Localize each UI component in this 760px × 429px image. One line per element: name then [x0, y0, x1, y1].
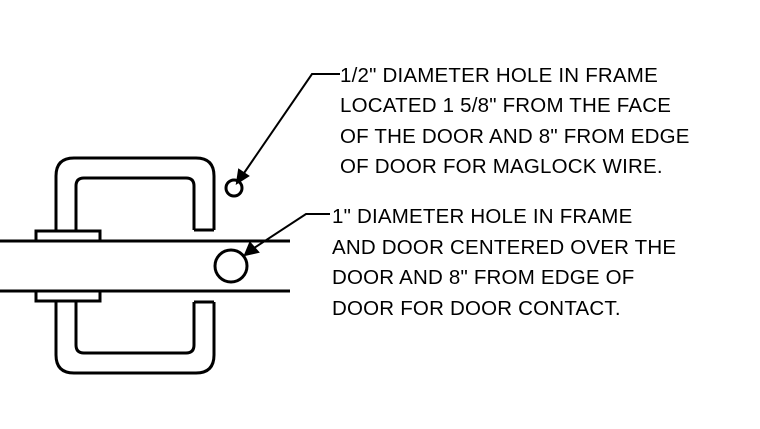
contact-note-line-3: DOOR AND 8" FROM EDGE OF [332, 266, 635, 289]
upper-frame-outer [54, 156, 216, 231]
contact-leader-arrowhead [243, 241, 260, 257]
lower-frame-profile [54, 300, 216, 375]
maglock-note-line-4: OF DOOR FOR MAGLOCK WIRE. [340, 155, 663, 178]
maglock-wire-hole [224, 178, 244, 198]
maglock-note-line-3: OF THE DOOR AND 8" FROM EDGE [340, 125, 690, 148]
maglock-note-line-1: 1/2" DIAMETER HOLE IN FRAME [340, 64, 658, 87]
frame-jamb-plates [34, 229, 102, 303]
contact-leader-line [250, 213, 330, 251]
upper-frame-profile [54, 156, 216, 232]
lower-jamb-plate [34, 289, 102, 303]
contact-note-line-2: AND DOOR CENTERED OVER THE [332, 236, 676, 259]
leader-lines [235, 73, 340, 257]
upper-jamb-plate [34, 229, 102, 243]
maglock-note: 1/2" DIAMETER HOLE IN FRAME LOCATED 1 5/… [340, 64, 696, 178]
contact-note-line-1: 1" DIAMETER HOLE IN FRAME [332, 205, 632, 228]
contact-note-line-4: DOOR FOR DOOR CONTACT. [332, 297, 621, 320]
maglock-leader-line [241, 73, 340, 177]
door-contact-hole [213, 248, 249, 284]
lower-frame-outer [54, 301, 216, 375]
door-contact-note: 1" DIAMETER HOLE IN FRAME AND DOOR CENTE… [332, 205, 682, 320]
lower-frame-inner [74, 301, 196, 355]
maglock-leader-arrowhead [235, 168, 250, 186]
maglock-note-line-2: LOCATED 1 5/8" FROM THE FACE [340, 94, 671, 117]
upper-frame-inner [74, 176, 196, 231]
